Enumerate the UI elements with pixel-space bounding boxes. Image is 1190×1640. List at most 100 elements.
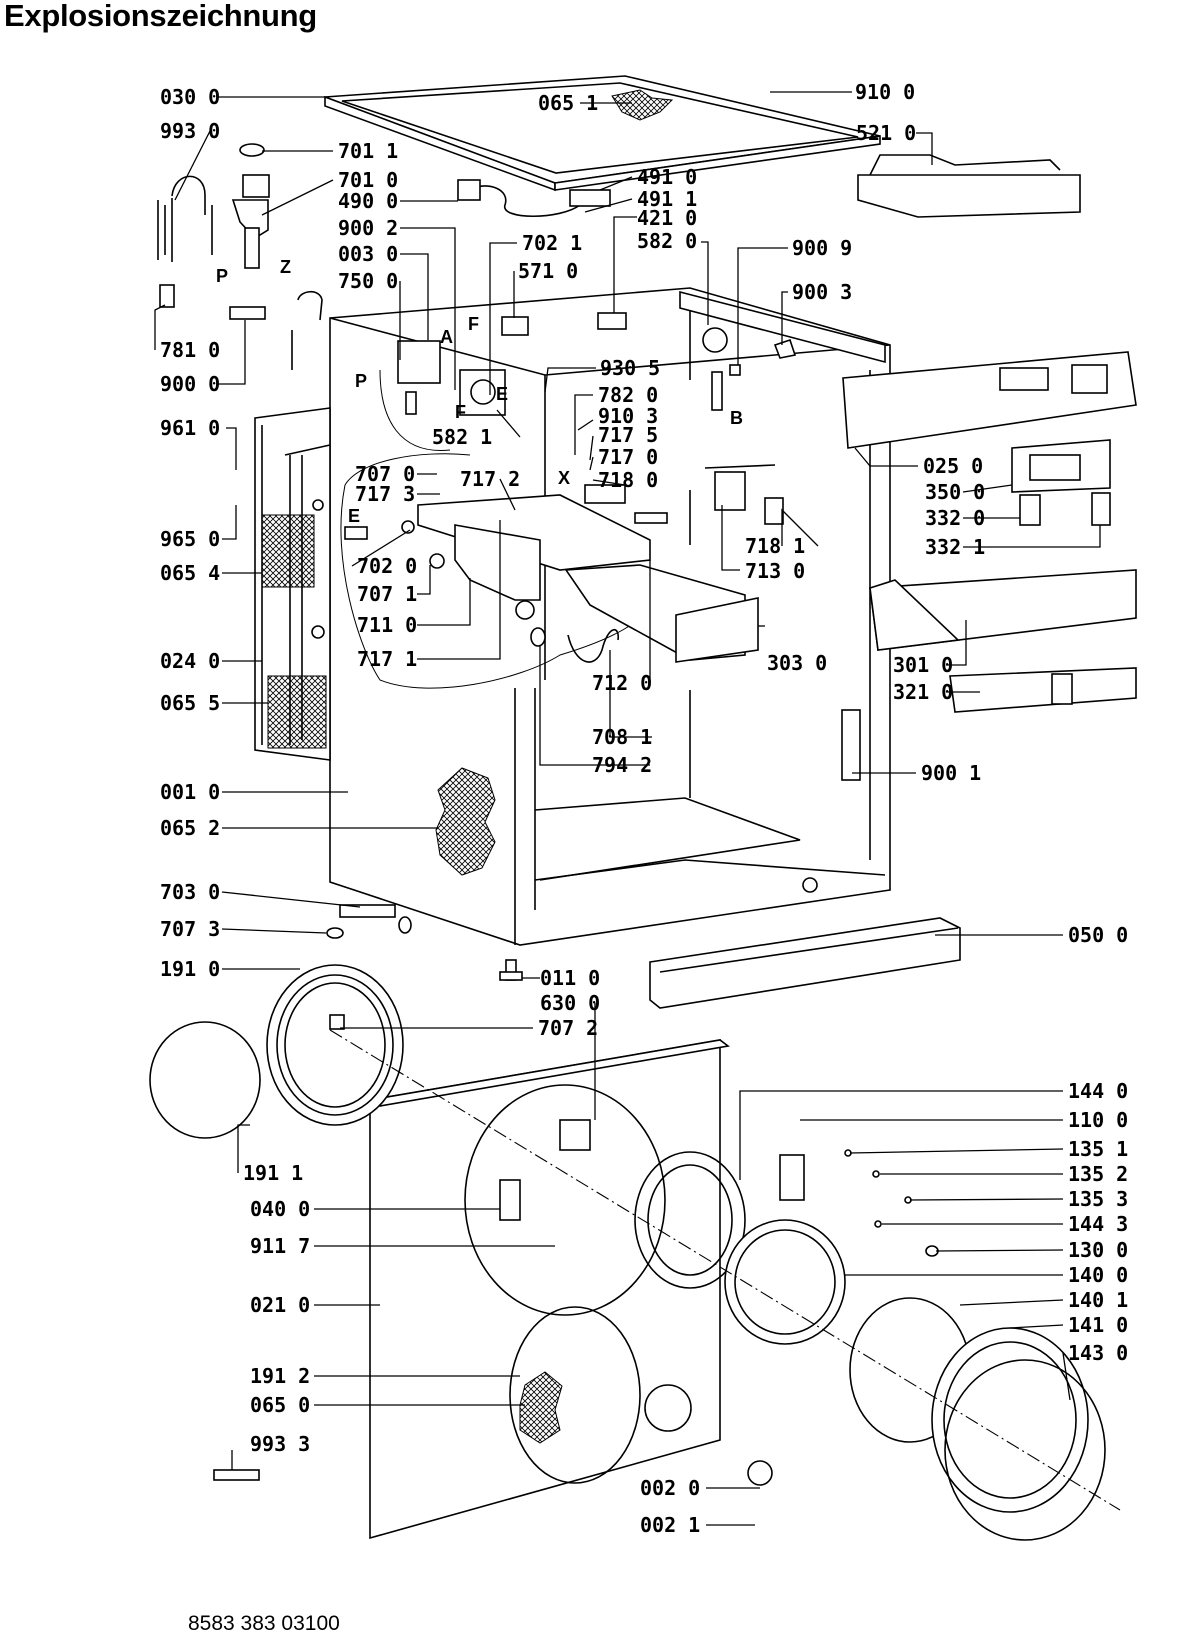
callout-707-3: 707 3: [160, 917, 220, 941]
callout-993-0: 993 0: [160, 119, 220, 143]
marker-letter-a: A: [440, 327, 453, 347]
callout-002-1: 002 1: [640, 1513, 700, 1537]
callout-011-0: 011 0: [540, 966, 600, 990]
callout-900-1: 900 1: [921, 761, 981, 785]
callout-040-0: 040 0: [250, 1197, 310, 1221]
callout-910-3: 910 3: [598, 404, 658, 428]
callout-582-1: 582 1: [432, 425, 492, 449]
detergent-dispenser: [344, 312, 797, 663]
callout-571-0: 571 0: [518, 259, 578, 283]
callout-707-0: 707 0: [355, 462, 415, 486]
callout-050-0: 050 0: [1068, 923, 1128, 947]
callout-718-0: 718 0: [598, 468, 658, 492]
callout-141-0: 141 0: [1068, 1313, 1128, 1337]
marker-letter-x: X: [558, 468, 570, 488]
callout-521-0: 521 0: [856, 121, 916, 145]
callout-782-0: 782 0: [598, 383, 658, 407]
callout-065-4: 065 4: [160, 561, 220, 585]
callout-750-0: 750 0: [338, 269, 398, 293]
callout-065-2: 065 2: [160, 816, 220, 840]
callout-713-0: 713 0: [745, 559, 805, 583]
callout-191-0: 191 0: [160, 957, 220, 981]
callout-717-3: 717 3: [355, 482, 415, 506]
door-assembly: [329, 1029, 1121, 1541]
hinge: [213, 1469, 260, 1481]
callout-491-1: 491 1: [637, 187, 697, 211]
part-drawings: [149, 75, 1137, 1541]
marker-letter-z: Z: [280, 257, 291, 277]
callout-332-0: 332 0: [925, 506, 985, 530]
callout-781-0: 781 0: [160, 338, 220, 362]
kickplate: [499, 917, 961, 1009]
callout-025-0: 025 0: [923, 454, 983, 478]
callout-144-0: 144 0: [1068, 1079, 1128, 1103]
callout-110-0: 110 0: [1068, 1108, 1128, 1132]
callout-993-3: 993 3: [250, 1432, 310, 1456]
top-lid: [324, 75, 881, 192]
callout-421-0: 421 0: [637, 206, 697, 230]
callout-135-1: 135 1: [1068, 1137, 1128, 1161]
callout-930-5: 930 5: [600, 356, 660, 380]
door-seal: [149, 904, 412, 1139]
control-panel-parts: [841, 154, 1137, 781]
callout-490-0: 490 0: [338, 189, 398, 213]
callout-065-0: 065 0: [250, 1393, 310, 1417]
callout-900-2: 900 2: [338, 216, 398, 240]
callout-711-0: 711 0: [357, 613, 417, 637]
marker-letter-e: E: [496, 384, 508, 404]
cable-harness: [457, 179, 611, 217]
back-panel: [254, 407, 331, 761]
callout-301-0: 301 0: [893, 653, 953, 677]
callout-717-2: 717 2: [460, 467, 520, 491]
callout-717-1: 717 1: [357, 647, 417, 671]
callout-321-0: 321 0: [893, 680, 953, 704]
callout-001-0: 001 0: [160, 780, 220, 804]
callout-703-0: 703 0: [160, 880, 220, 904]
callout-965-0: 965 0: [160, 527, 220, 551]
callout-191-2: 191 2: [250, 1364, 310, 1388]
callout-794-2: 794 2: [592, 753, 652, 777]
page-title: Explosionszeichnung: [4, 0, 317, 33]
callout-024-0: 024 0: [160, 649, 220, 673]
callout-911-7: 911 7: [250, 1234, 310, 1258]
callout-135-3: 135 3: [1068, 1187, 1128, 1211]
marker-letter-b: B: [730, 408, 743, 428]
callout-712-0: 712 0: [592, 671, 652, 695]
callout-350-0: 350 0: [925, 480, 985, 504]
callout-717-5: 717 5: [598, 423, 658, 447]
marker-letter-e: E: [348, 506, 360, 526]
callout-701-0: 701 0: [338, 168, 398, 192]
callout-021-0: 021 0: [250, 1293, 310, 1317]
callout-143-0: 143 0: [1068, 1341, 1128, 1365]
callout-910-0: 910 0: [855, 80, 915, 104]
callout-900-9: 900 9: [792, 236, 852, 260]
callout-582-0: 582 0: [637, 229, 697, 253]
callout-191-1: 191 1: [243, 1161, 303, 1185]
callout-707-1: 707 1: [357, 582, 417, 606]
callout-135-2: 135 2: [1068, 1162, 1128, 1186]
callout-144-3: 144 3: [1068, 1212, 1128, 1236]
hoses: [157, 143, 323, 370]
callout-707-2: 707 2: [538, 1016, 598, 1040]
front-panel: [367, 1039, 730, 1540]
callout-065-5: 065 5: [160, 691, 220, 715]
document-number: 8583 383 03100: [188, 1612, 340, 1635]
callout-900-3: 900 3: [792, 280, 852, 304]
callout-961-0: 961 0: [160, 416, 220, 440]
callout-702-0: 702 0: [357, 554, 417, 578]
leader-lines: [154, 91, 1101, 1526]
callout-130-0: 130 0: [1068, 1238, 1128, 1262]
callout-630-0: 630 0: [540, 991, 600, 1015]
callout-718-1: 718 1: [745, 534, 805, 558]
callout-303-0: 303 0: [767, 651, 827, 675]
callout-140-1: 140 1: [1068, 1288, 1128, 1312]
callout-900-0: 900 0: [160, 372, 220, 396]
callout-717-0: 717 0: [598, 445, 658, 469]
callout-701-1: 701 1: [338, 139, 398, 163]
marker-letter-p: P: [216, 266, 228, 286]
callout-030-0: 030 0: [160, 85, 220, 109]
callout-702-1: 702 1: [522, 231, 582, 255]
